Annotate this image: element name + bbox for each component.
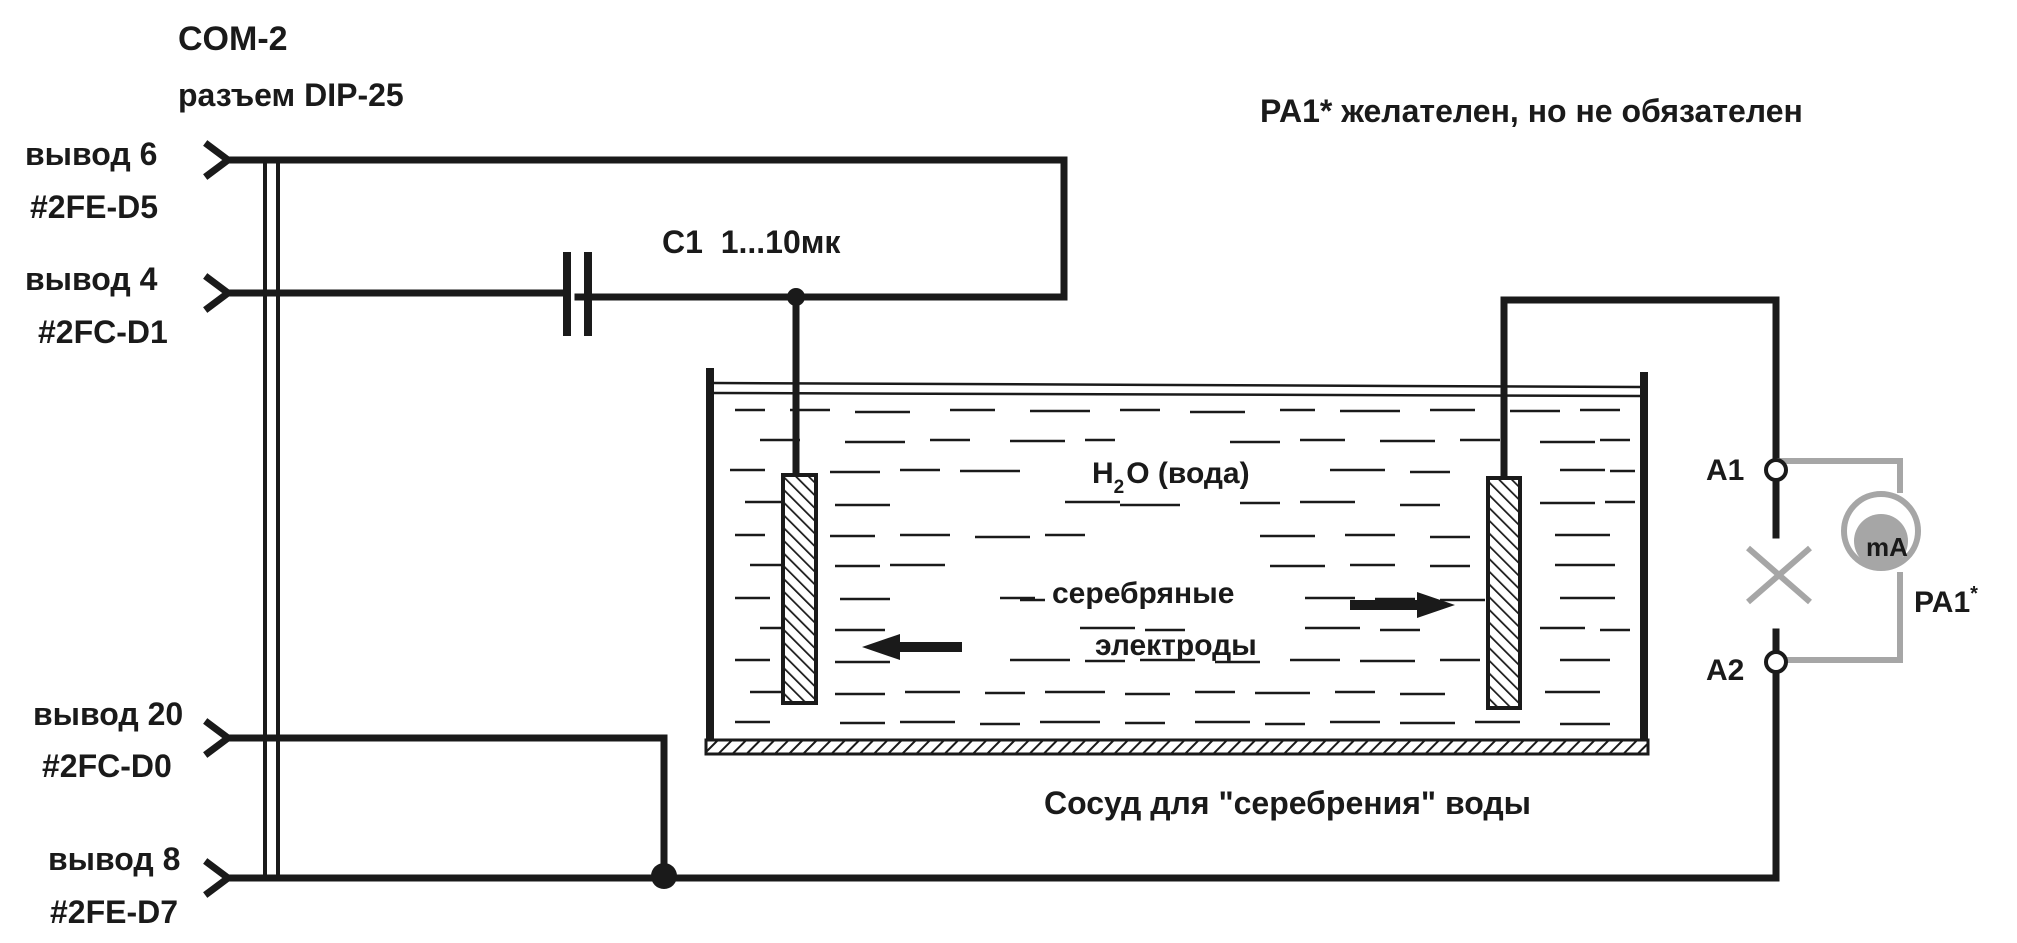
water-label-rest: O (вода) [1126,457,1249,490]
meter-unit-label: mA [1866,532,1908,562]
pin-8-label: вывод 8 #2FE-D7 [48,841,180,930]
junction-node-bottom [651,863,677,889]
terminal-a1-label: A1 [1706,454,1744,487]
meter-name-label: PA1* [1914,583,1978,619]
electrodes-label-line2: электроды [1095,629,1257,662]
terminal-a2-label: A2 [1706,654,1744,687]
meter-note: PA1* желателен, но не обязателен [1260,93,1803,129]
water-surface-2 [713,391,1641,398]
pin-6-number: вывод 6 [25,136,157,172]
electrode-left [781,473,818,705]
pin-20-code: #2FC-D0 [42,748,172,784]
meter-name: PA1 [1914,586,1970,619]
capacitor-label: C1 1...10мк [662,224,841,260]
meter-wire-top [1776,458,1903,493]
vessel-wall-left [706,368,714,747]
meter-wire-bottom [1776,572,1903,663]
water-surface-1 [713,381,1641,389]
bypass-cross-icon [1746,545,1812,605]
water-dashes [730,408,1635,726]
vessel [704,368,1650,756]
pin-4-number: вывод 4 [25,261,158,297]
pin-4-code: #2FC-D1 [38,314,168,350]
pin-4-label: вывод 4 #2FC-D1 [25,261,168,350]
arrow-right-icon [1350,592,1455,618]
connector-subtitle: разъем DIP-25 [178,77,404,113]
electrode-right [1486,476,1522,710]
arrow-left-icon [862,634,962,660]
pin-20-number: вывод 20 [33,696,183,732]
milliammeter: mA A1 A2 PA1* [1706,454,1978,687]
terminal-a2 [1764,650,1788,674]
vessel-bottom [704,738,1650,756]
capacitor-plate-right [584,252,592,336]
terminal-a1 [1764,458,1788,482]
wire-pin-20 [224,734,668,880]
pin-20-label: вывод 20 #2FC-D0 [33,696,183,784]
pin-8-code: #2FE-D7 [50,894,178,930]
wire-left-electrode [588,293,800,479]
water-label: H2O (вода) [1092,457,1250,498]
water-label-subscript: 2 [1114,477,1125,498]
vessel-caption: Сосуд для "серебрения" воды [1044,785,1531,821]
pin-6-code: #2FE-D5 [30,189,158,225]
vessel-wall-right [1640,372,1648,747]
connector-title: COM-2 [178,20,288,58]
meter-name-star: * [1970,583,1978,605]
junction-node-top [787,288,805,306]
meter-dial-face [1854,514,1908,568]
pin-8-number: вывод 8 [48,841,180,877]
capacitor-plate-left [563,252,571,336]
electrodes-label-line1: серебряные [1052,577,1234,610]
water-label-h: H [1092,457,1114,490]
pin-6-label: вывод 6 #2FE-D5 [25,136,158,225]
wire-pin-8 [224,660,1780,882]
wire-right-electrode [1500,296,1780,482]
wire-pin-6 [224,156,1068,301]
